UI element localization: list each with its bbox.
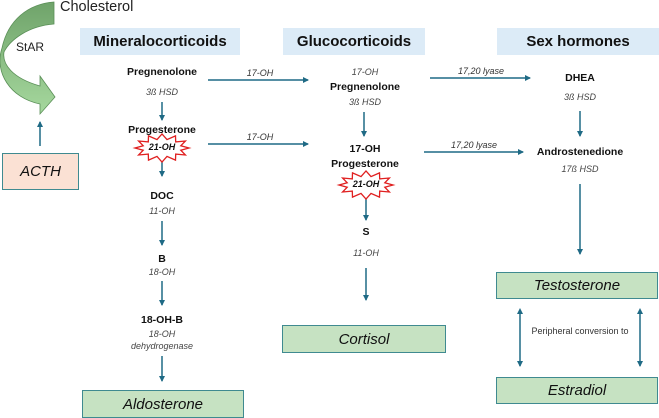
17oh-prefix: 17-OH [351,67,379,77]
17oh-pregnenolone: Pregnenolone [329,81,401,93]
label-17oh-top: 17-OH [246,68,274,78]
s-deoxycortisol: S [362,226,370,238]
burst-21oh-mineralo [132,133,192,163]
label-17oh-bottom: 17-OH [246,132,274,142]
enzyme-17b-hsd: 17ß HSD [561,164,599,174]
18-oh-b: 18-OH-B [140,314,184,326]
label-1720-lyase-top: 17,20 lyase [457,66,505,76]
doc: DOC [150,190,174,202]
dhea: DHEA [565,72,595,84]
star-label: StAR [16,40,45,54]
enzyme-3b-hsd-sex: 3ß HSD [563,92,597,102]
header-glucocorticoids: Glucocorticoids [283,28,425,55]
enzyme-3b-hsd: 3ß HSD [145,87,179,97]
17oh-progesterone-line1: 17-OH [349,143,381,155]
block-21oh-label: 21-OH [148,142,176,152]
b-corticosterone: B [158,253,166,265]
enzyme-18oh: 18-OH [148,267,176,277]
enzyme-11oh-gluco: 11-OH [353,248,379,258]
burst-shape [132,133,192,163]
progesterone: Progesterone [128,124,196,136]
burst-shape [336,170,396,200]
acth-box: ACTH [2,153,79,190]
label-1720-lyase-bottom: 17,20 lyase [450,140,498,150]
cholesterol-label: Cholesterol [60,0,134,15]
cortisol-box: Cortisol [282,325,446,353]
androstenedione: Androstenedione [536,146,624,158]
enzyme-3b-hsd-gluco: 3ß HSD [348,97,382,107]
enzyme-18oh-dehydrogenase-1: 18-OH [148,329,176,339]
burst-21oh-gluco [336,170,396,200]
aldosterone-box: Aldosterone [82,390,244,418]
17oh-progesterone-line2: Progesterone [331,158,399,170]
header-sex-hormones: Sex hormones [497,28,659,55]
pregnenolone: Pregnenolone [126,66,198,78]
block-21oh-gluco-label: 21-OH [352,179,380,189]
enzyme-18oh-dehydrogenase-2: dehydrogenase [130,341,194,351]
peripheral-conversion-label: Peripheral conversion to [531,326,629,336]
estradiol-box: Estradiol [496,377,658,404]
star-curved-arrow [0,1,56,116]
enzyme-11oh: 11-OH [149,206,175,216]
testosterone-box: Testosterone [496,272,658,299]
header-mineralocorticoids: Mineralocorticoids [80,28,240,55]
